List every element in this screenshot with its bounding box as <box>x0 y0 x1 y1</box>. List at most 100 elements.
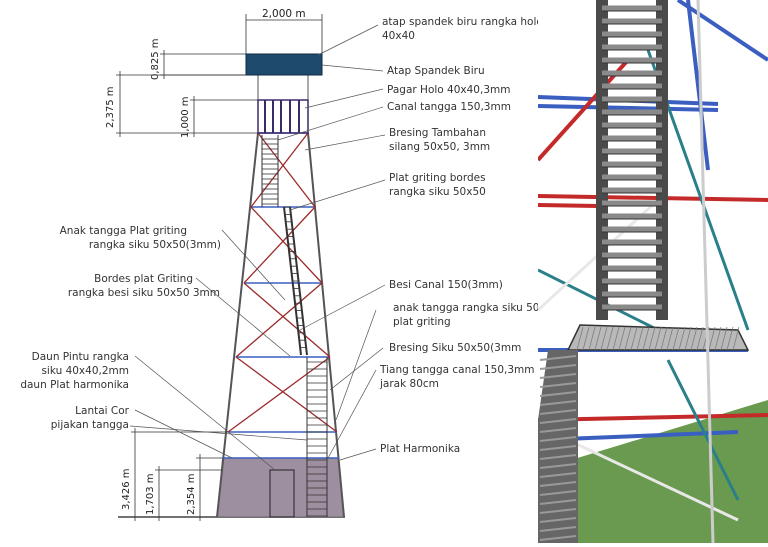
diagonal-stair-rungs <box>284 206 307 349</box>
grating-bar <box>708 326 716 351</box>
render-lower-rung <box>539 517 577 523</box>
grating-bar <box>642 326 650 351</box>
label-anak-tangga-siku-plat: plat griting <box>393 316 451 328</box>
render-lower-rung <box>539 427 577 433</box>
grating-bar <box>582 326 590 351</box>
label-daun-pintu-siku: siku 40x40,2mm <box>41 365 129 377</box>
railing-frame <box>257 99 309 134</box>
grating-bar <box>648 326 656 351</box>
render-lower-rung <box>539 481 577 487</box>
render-lower-rung <box>539 499 577 505</box>
label-pagar-holo: Pagar Holo 40x40,3mm <box>387 84 511 96</box>
tower-leg-right <box>307 132 345 518</box>
grating-bar <box>576 326 584 351</box>
render-lower-rung <box>539 508 577 514</box>
render-post <box>696 0 715 543</box>
label-tiang-tangga: Tiang tangga canal 150,3mm <box>380 364 535 376</box>
ladder-lower-rungs <box>307 361 327 517</box>
ladder-lower <box>306 357 328 517</box>
grating-bar <box>732 326 740 351</box>
label-atap-spandek-biru: Atap Spandek Biru <box>387 65 485 77</box>
label-anak-tangga-plat-size: rangka siku 50x50(3mm) <box>88 239 221 251</box>
label-anak-tangga-siku: anak tangga rangka siku 50 <box>393 302 540 314</box>
leader-lines-left <box>129 229 308 471</box>
render-lower-rung <box>539 454 577 460</box>
dim-door-height <box>196 454 222 521</box>
dim-base-height-text: 3,426 m <box>121 468 132 510</box>
render-lower-rung <box>539 445 577 451</box>
tower-3d-render <box>538 0 768 543</box>
grating-bar <box>594 326 602 351</box>
dim-stair-base <box>155 466 222 521</box>
render-lower-rung <box>539 463 577 469</box>
grating-bar <box>600 326 608 351</box>
label-plat-griting-bordes: Plat griting bordes <box>389 172 486 184</box>
railing-bars <box>264 100 300 133</box>
grating-bar <box>636 326 644 351</box>
render-lower-stair-rungs <box>539 355 577 541</box>
tower-3d-render-svg <box>538 0 768 543</box>
label-atap-spandek-holo-size: 40x40 <box>382 30 415 42</box>
dim-upper-height-text: 2,375 m <box>105 86 116 128</box>
render-lower-rung <box>539 364 577 370</box>
render-lower-rung <box>539 373 577 379</box>
dim-railing-height-text: 1,000 m <box>180 96 191 138</box>
label-plat-griting-bordes-size: rangka siku 50x50 <box>389 186 486 198</box>
label-bresing-tambahan-size: silang 50x50, 3mm <box>389 141 491 153</box>
label-bordes-plat: Bordes plat Griting <box>94 273 193 285</box>
grating-bar <box>588 326 596 351</box>
render-lower-rung <box>539 418 577 424</box>
ladder-upper-rungs <box>262 138 278 205</box>
label-canal-tangga: Canal tangga 150,3mm <box>387 101 511 113</box>
render-lower-rung <box>539 409 577 415</box>
grating-bar <box>618 326 626 351</box>
grating-bar <box>696 326 704 351</box>
label-atap-spandek-holo: atap spandek biru rangka holo <box>382 16 543 28</box>
label-tiang-tangga-jarak: jarak 80cm <box>380 378 439 390</box>
grating-bar <box>606 326 614 351</box>
label-daun-pintu: Daun Pintu rangka <box>31 351 129 363</box>
label-besi-canal: Besi Canal 150(3mm) <box>389 279 503 291</box>
grating-bar <box>672 326 680 351</box>
tower-elevation-svg: 2,000 m 0,825 m 2,375 m 1,000 m 3,426 m … <box>105 8 386 521</box>
label-anak-tangga-plat: Anak tangga Plat griting <box>59 225 187 237</box>
dim-upper-height <box>116 71 258 137</box>
grating-bar <box>660 326 668 351</box>
render-platform-grating <box>576 326 740 351</box>
leader-lines-right <box>277 24 386 461</box>
render-lower-rung <box>539 355 577 361</box>
grating-bar <box>678 326 686 351</box>
label-bresing-tambahan: Bresing Tambahan <box>389 127 486 139</box>
label-plat-harmonika: Plat Harmonika <box>380 443 461 455</box>
render-ladder-rungs <box>602 5 662 311</box>
door-opening <box>269 469 295 518</box>
bracing-group <box>227 132 338 433</box>
elevation-drawing: 2,000 m 0,825 m 2,375 m 1,000 m 3,426 m … <box>20 8 543 521</box>
dim-top-width <box>245 14 323 54</box>
grating-bar <box>714 326 722 351</box>
dim-roof-height-text: 0,825 m <box>150 38 161 80</box>
grating-bar <box>612 326 620 351</box>
ladder-upper <box>261 135 279 207</box>
render-lower-rung <box>539 391 577 397</box>
grating-bar <box>684 326 692 351</box>
grating-bar <box>720 326 728 351</box>
render-lower-rung <box>539 472 577 478</box>
label-daun-pintu-plat: daun Plat harmonika <box>20 379 129 391</box>
dim-railing-height <box>190 96 258 137</box>
render-lower-rung <box>539 436 577 442</box>
grating-bar <box>726 326 734 351</box>
render-lower-rung <box>539 382 577 388</box>
label-pijakan-tangga: pijakan tangga <box>50 419 129 431</box>
tower-leg-left <box>216 132 259 518</box>
grating-bar <box>624 326 632 351</box>
grating-bar <box>666 326 674 351</box>
label-bresing-siku: Bresing Siku 50x50(3mm <box>389 342 522 354</box>
render-lower-rung <box>539 526 577 532</box>
dim-stair-base-text: 1,703 m <box>145 473 156 515</box>
grating-bar <box>654 326 662 351</box>
label-bordes-plat-size: rangka besi siku 50x50 3mm <box>67 287 220 299</box>
render-lower-rung <box>539 490 577 496</box>
grating-bar <box>630 326 638 351</box>
dim-top-width-text: 2,000 m <box>262 8 306 20</box>
